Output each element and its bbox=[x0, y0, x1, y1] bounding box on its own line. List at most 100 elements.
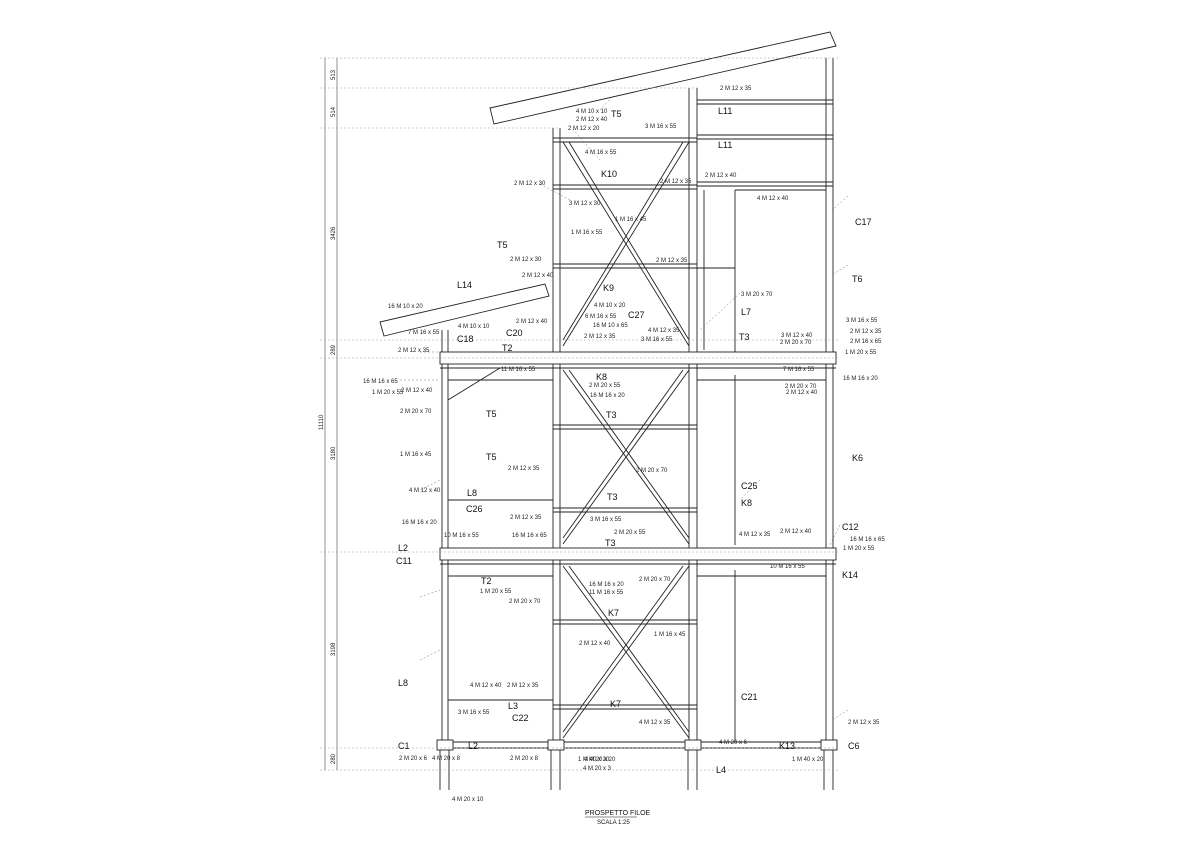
member-mark: T2 bbox=[502, 343, 513, 353]
member-mark: C26 bbox=[466, 504, 483, 514]
bolt-label: 1 M 16 x 45 bbox=[400, 452, 432, 458]
bolt-label: 4 M 20 x 10 bbox=[452, 797, 484, 803]
bolt-label: 16 M 16 x 65 bbox=[850, 537, 885, 543]
bolt-label: 2 M 12 x 40 bbox=[401, 388, 433, 394]
bolt-label: 4 M 20 x 3 bbox=[583, 766, 612, 772]
member-mark: T5 bbox=[497, 240, 508, 250]
columns bbox=[441, 58, 834, 750]
member-mark: T3 bbox=[739, 332, 750, 342]
member-mark: L11 bbox=[718, 140, 732, 150]
member-mark: C20 bbox=[506, 328, 523, 338]
member-mark: K13 bbox=[779, 741, 795, 751]
bolt-label: 1 M 20 x 55 bbox=[845, 350, 877, 356]
member-mark: L7 bbox=[741, 307, 751, 317]
bolt-label: 3 M 16 x 55 bbox=[590, 517, 622, 523]
dimension-texts: 11110 513 514 3426 289 3180 3198 280 bbox=[319, 69, 337, 764]
drawing-scale: SCALA 1:25 bbox=[597, 820, 630, 826]
bolt-label: 2 M 20 x 70 bbox=[639, 577, 671, 583]
bolt-label: 7 M 16 x 55 bbox=[783, 367, 815, 373]
member-mark: K7 bbox=[610, 699, 621, 709]
member-mark: T2 bbox=[481, 576, 492, 586]
member-mark: L14 bbox=[457, 280, 472, 290]
member-mark: K8 bbox=[741, 498, 752, 508]
bolt-label: 16 M 16 x 20 bbox=[590, 393, 625, 399]
member-mark: C18 bbox=[457, 334, 474, 344]
member-mark: L2 bbox=[468, 741, 478, 751]
bolt-labels: 4 M 10 x 10 2 M 12 x 40 2 M 12 x 20 3 M … bbox=[363, 86, 885, 803]
bolt-label: 2 M 12 x 40 bbox=[579, 641, 611, 647]
diagonal-bracing bbox=[447, 141, 690, 739]
bolt-label: 2 M 12 x 35 bbox=[660, 179, 692, 185]
bolt-label: 4 M 12 x 35 bbox=[639, 720, 671, 726]
bolt-label: 2 M 12 x 35 bbox=[720, 86, 752, 92]
bolt-label: 4 M 12 x 40 bbox=[470, 683, 502, 689]
bolt-label: 4 M 12 x 35 bbox=[648, 328, 680, 334]
dimension-total: 11110 bbox=[319, 414, 325, 430]
member-mark: T3 bbox=[605, 538, 616, 548]
member-mark: C12 bbox=[842, 522, 859, 532]
drawing-title: PROSPETTO FILOE bbox=[585, 810, 651, 817]
member-mark: C6 bbox=[848, 741, 860, 751]
member-mark: C11 bbox=[396, 556, 412, 566]
bolt-label: 3 M 12 x 40 bbox=[781, 333, 813, 339]
bolt-label: 10 M 16 x 55 bbox=[444, 533, 479, 539]
bolt-label: 3 M 16 x 55 bbox=[846, 318, 878, 324]
bolt-label: 2 M 16 x 65 bbox=[850, 339, 882, 345]
bolt-label: 2 M 12 x 35 bbox=[508, 466, 540, 472]
bolt-label: 2 M 12 x 30 bbox=[514, 181, 546, 187]
bolt-label: 2 M 12 x 40 bbox=[516, 319, 548, 325]
bolt-label: 2 M 12 x 40 bbox=[786, 390, 818, 396]
bolt-label: 2 M 20 x 70 bbox=[636, 468, 668, 474]
member-mark: K10 bbox=[601, 169, 617, 179]
member-marks: T5 L11 L11 K10 T5 C17 T6 L14 K9 C27 L7 C… bbox=[396, 106, 872, 775]
bolt-label: 3 M 16 x 55 bbox=[645, 124, 677, 130]
dimension-segment: 3180 bbox=[331, 446, 337, 460]
bolt-label: 2 M 12 x 40 bbox=[576, 117, 608, 123]
dimension-segment: 3198 bbox=[331, 642, 337, 656]
member-mark: L2 bbox=[398, 543, 408, 553]
bolt-label: 16 M 16 x 20 bbox=[843, 376, 878, 382]
bolt-label: 11 M 16 x 55 bbox=[589, 590, 624, 596]
bolt-label: 2 M 12 x 35 bbox=[848, 720, 880, 726]
bolt-label: 3 M 16 x 55 bbox=[458, 710, 490, 716]
bolt-label: 16 M 16 x 20 bbox=[589, 582, 624, 588]
bolt-label: 16 M 16 x 65 bbox=[512, 533, 547, 539]
bolt-label: 4 M 10 x 10 bbox=[458, 324, 490, 330]
member-mark: T5 bbox=[611, 109, 622, 119]
member-mark: L8 bbox=[467, 488, 477, 498]
bolt-label: 2 M 20 x 6 bbox=[399, 756, 428, 762]
bolt-label: 2 M 12 x 35 bbox=[510, 515, 542, 521]
member-mark: C25 bbox=[741, 481, 758, 491]
bolt-label: 1 M 40 x 20 bbox=[578, 757, 610, 763]
bolt-label: 2 M 20 x 70 bbox=[509, 599, 541, 605]
bolt-label: 4 M 12 x 40 bbox=[757, 196, 789, 202]
bolt-label: 3 M 12 x 30 bbox=[569, 201, 601, 207]
bolt-label: 11 M 16 x 55 bbox=[501, 367, 536, 373]
bolt-label: 7 M 16 x 55 bbox=[408, 330, 440, 336]
bolt-label: 4 M 10 x 10 bbox=[576, 109, 608, 115]
bolt-label: 4 M 20 x 8 bbox=[432, 756, 461, 762]
roof-slab bbox=[489, 31, 837, 125]
member-mark: C1 bbox=[398, 741, 410, 751]
leader-lines bbox=[400, 96, 849, 721]
canopy-slab bbox=[379, 283, 550, 337]
member-mark: C27 bbox=[628, 310, 645, 320]
title-block: PROSPETTO FILOE SCALA 1:25 bbox=[585, 810, 651, 826]
bolt-label: 2 M 12 x 20 bbox=[568, 126, 600, 132]
bolt-label: 1 M 40 x 20 bbox=[792, 757, 824, 763]
bolt-label: 3 M 16 x 55 bbox=[641, 337, 673, 343]
bolt-label: 6 M 16 x 55 bbox=[585, 314, 617, 320]
bolt-label: 16 M 16 x 20 bbox=[402, 520, 437, 526]
bolt-label: 4 M 20 x 20 bbox=[584, 757, 616, 763]
member-mark: K7 bbox=[608, 608, 619, 618]
bolt-label: 4 M 16 x 55 bbox=[585, 150, 617, 156]
bolt-label: 1 M 20 x 55 bbox=[372, 390, 404, 396]
bolt-label: 2 M 12 x 35 bbox=[656, 258, 688, 264]
bolt-label: 2 M 12 x 40 bbox=[705, 173, 737, 179]
member-mark: K8 bbox=[596, 372, 607, 382]
bolt-label: 2 M 20 x 70 bbox=[785, 384, 817, 390]
bolt-label: 4 M 12 x 40 bbox=[409, 488, 441, 494]
dimension-segment: 289 bbox=[331, 344, 337, 355]
dimension-segment: 3426 bbox=[331, 226, 337, 240]
bolt-label: 2 M 20 x 55 bbox=[614, 530, 646, 536]
